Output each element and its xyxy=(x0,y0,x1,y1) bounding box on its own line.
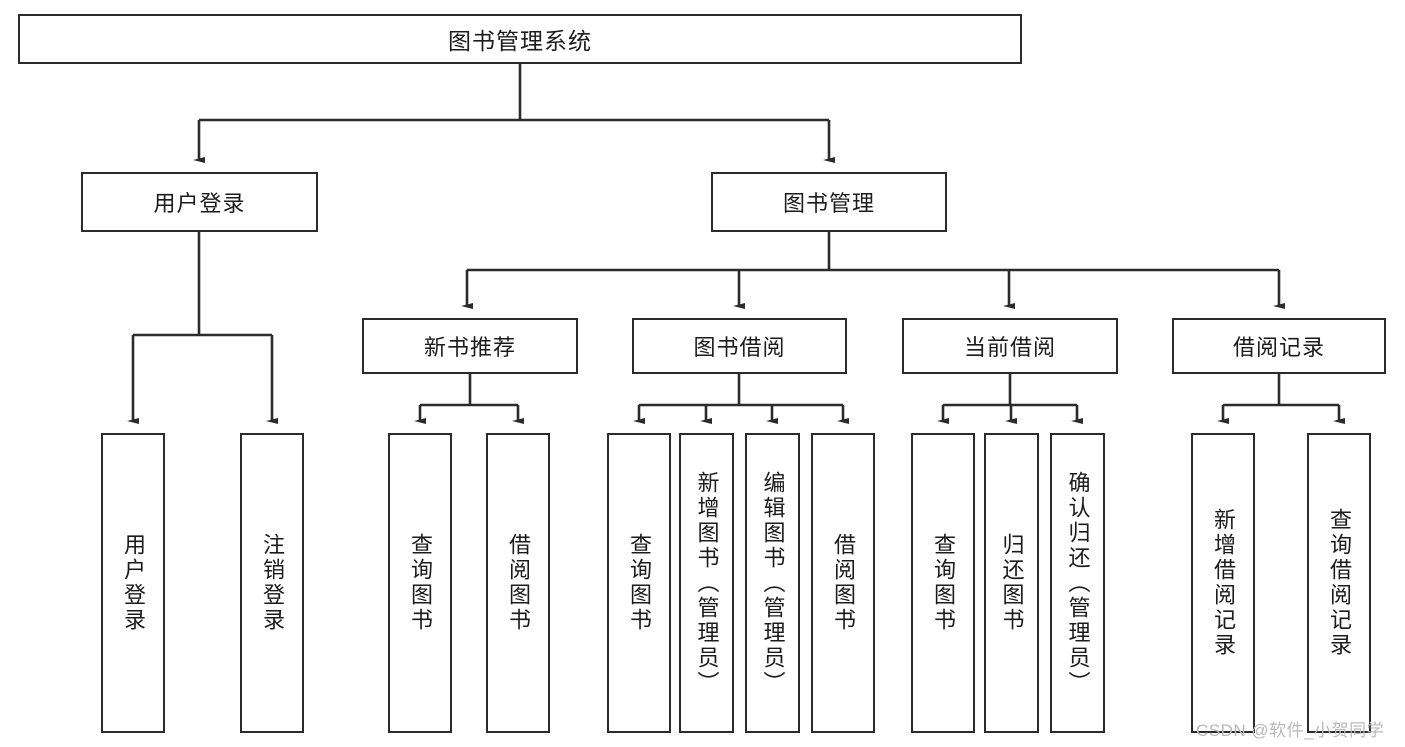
node-root-label: 图书管理系统 xyxy=(448,28,592,54)
node-leaf-logout-label: 注销登录 xyxy=(260,533,285,633)
node-leaf-return-book[interactable]: 归还图书 xyxy=(984,433,1039,733)
node-borrow-record-label: 借阅记录 xyxy=(1232,335,1325,360)
node-borrow-record[interactable]: 借阅记录 xyxy=(1172,318,1386,374)
node-book-manage[interactable]: 图书管理 xyxy=(711,172,947,232)
node-user-login[interactable]: 用户登录 xyxy=(81,172,318,232)
node-user-login-label: 用户登录 xyxy=(153,191,246,216)
node-leaf-add-record[interactable]: 新增借阅记录 xyxy=(1191,433,1255,733)
node-leaf-edit-book-label: 编辑图书（管理员） xyxy=(760,470,786,696)
node-leaf-confirm-return-label: 确认归还（管理员） xyxy=(1065,470,1091,696)
node-new-book-recommend[interactable]: 新书推荐 xyxy=(362,318,578,374)
node-leaf-return-book-label: 归还图书 xyxy=(999,533,1025,633)
node-leaf-borrow-book-1[interactable]: 借阅图书 xyxy=(486,433,550,733)
node-leaf-add-book[interactable]: 新增图书（管理员） xyxy=(679,433,734,733)
watermark-text: CSDN @软件_小贺同学 xyxy=(1196,721,1385,740)
node-leaf-confirm-return[interactable]: 确认归还（管理员） xyxy=(1050,433,1105,733)
node-new-book-recommend-label: 新书推荐 xyxy=(423,335,516,360)
node-leaf-query-record-label: 查询借阅记录 xyxy=(1327,508,1352,658)
node-leaf-add-record-label: 新增借阅记录 xyxy=(1211,508,1236,658)
node-leaf-query-book-3[interactable]: 查询图书 xyxy=(911,433,975,733)
node-leaf-logout[interactable]: 注销登录 xyxy=(240,433,304,733)
node-leaf-query-book-2-label: 查询图书 xyxy=(627,533,652,633)
node-current-borrow-label: 当前借阅 xyxy=(963,335,1056,360)
node-book-borrow[interactable]: 图书借阅 xyxy=(632,318,847,374)
node-leaf-borrow-book-2[interactable]: 借阅图书 xyxy=(811,433,875,733)
node-leaf-add-book-label: 新增图书（管理员） xyxy=(694,470,720,696)
node-leaf-user-login-label: 用户登录 xyxy=(121,533,146,633)
node-leaf-query-book-1-label: 查询图书 xyxy=(408,533,433,633)
node-leaf-query-book-1[interactable]: 查询图书 xyxy=(388,433,452,733)
node-leaf-user-login[interactable]: 用户登录 xyxy=(101,433,165,733)
node-leaf-query-book-2[interactable]: 查询图书 xyxy=(607,433,671,733)
node-book-borrow-label: 图书借阅 xyxy=(693,335,786,360)
node-leaf-borrow-book-2-label: 借阅图书 xyxy=(831,533,856,633)
node-current-borrow[interactable]: 当前借阅 xyxy=(902,318,1118,374)
node-leaf-query-record[interactable]: 查询借阅记录 xyxy=(1307,433,1371,733)
node-leaf-edit-book[interactable]: 编辑图书（管理员） xyxy=(745,433,800,733)
node-leaf-borrow-book-1-label: 借阅图书 xyxy=(506,533,531,633)
node-book-manage-label: 图书管理 xyxy=(782,191,875,216)
node-root[interactable]: 图书管理系统 xyxy=(18,14,1022,64)
node-leaf-query-book-3-label: 查询图书 xyxy=(931,533,956,633)
